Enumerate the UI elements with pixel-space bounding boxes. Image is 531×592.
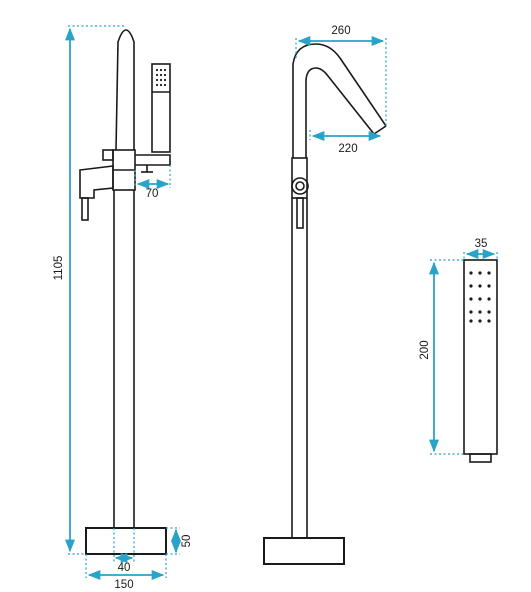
- front-handshower: [151, 63, 171, 153]
- side-spout-outlet: [373, 125, 387, 135]
- side-lever: [296, 197, 304, 229]
- base-height-dimension-label: 50: [181, 535, 193, 548]
- handshower-dimensions: 35 200: [419, 238, 498, 455]
- spout-bottom-reach-label: 220: [338, 143, 357, 155]
- front-spout-tube: [115, 29, 135, 151]
- spout-top-reach-label: 260: [331, 25, 350, 37]
- front-outlet-arm: [135, 154, 171, 166]
- handshower-nozzles: [469, 271, 491, 323]
- front-base-plate: [85, 527, 167, 555]
- spout-offset-dimension-label: 70: [146, 188, 159, 200]
- handshower-body: [463, 259, 498, 455]
- side-dimensions: 260 220: [295, 25, 387, 155]
- pipe-width-dimension-label: 40: [118, 562, 131, 574]
- front-lever-body: [79, 165, 114, 199]
- side-mixer-knob: [291, 177, 309, 195]
- handshower-detail: [463, 259, 498, 463]
- side-spout-inner: [305, 67, 375, 158]
- front-view: [79, 29, 171, 555]
- front-mixer-collar: [102, 149, 114, 161]
- side-spout-outer: [292, 43, 387, 158]
- front-dimensions: 1105 70 50 40 150: [53, 25, 193, 591]
- height-dimension-label: 1105: [53, 256, 65, 281]
- side-view: [263, 43, 387, 565]
- side-base-plate: [263, 537, 345, 565]
- handshower-width-label: 35: [475, 238, 488, 250]
- handshower-connector: [469, 453, 492, 463]
- handshower-length-label: 200: [419, 340, 431, 359]
- front-lever-stem: [81, 197, 89, 221]
- base-width-dimension-label: 150: [114, 579, 133, 591]
